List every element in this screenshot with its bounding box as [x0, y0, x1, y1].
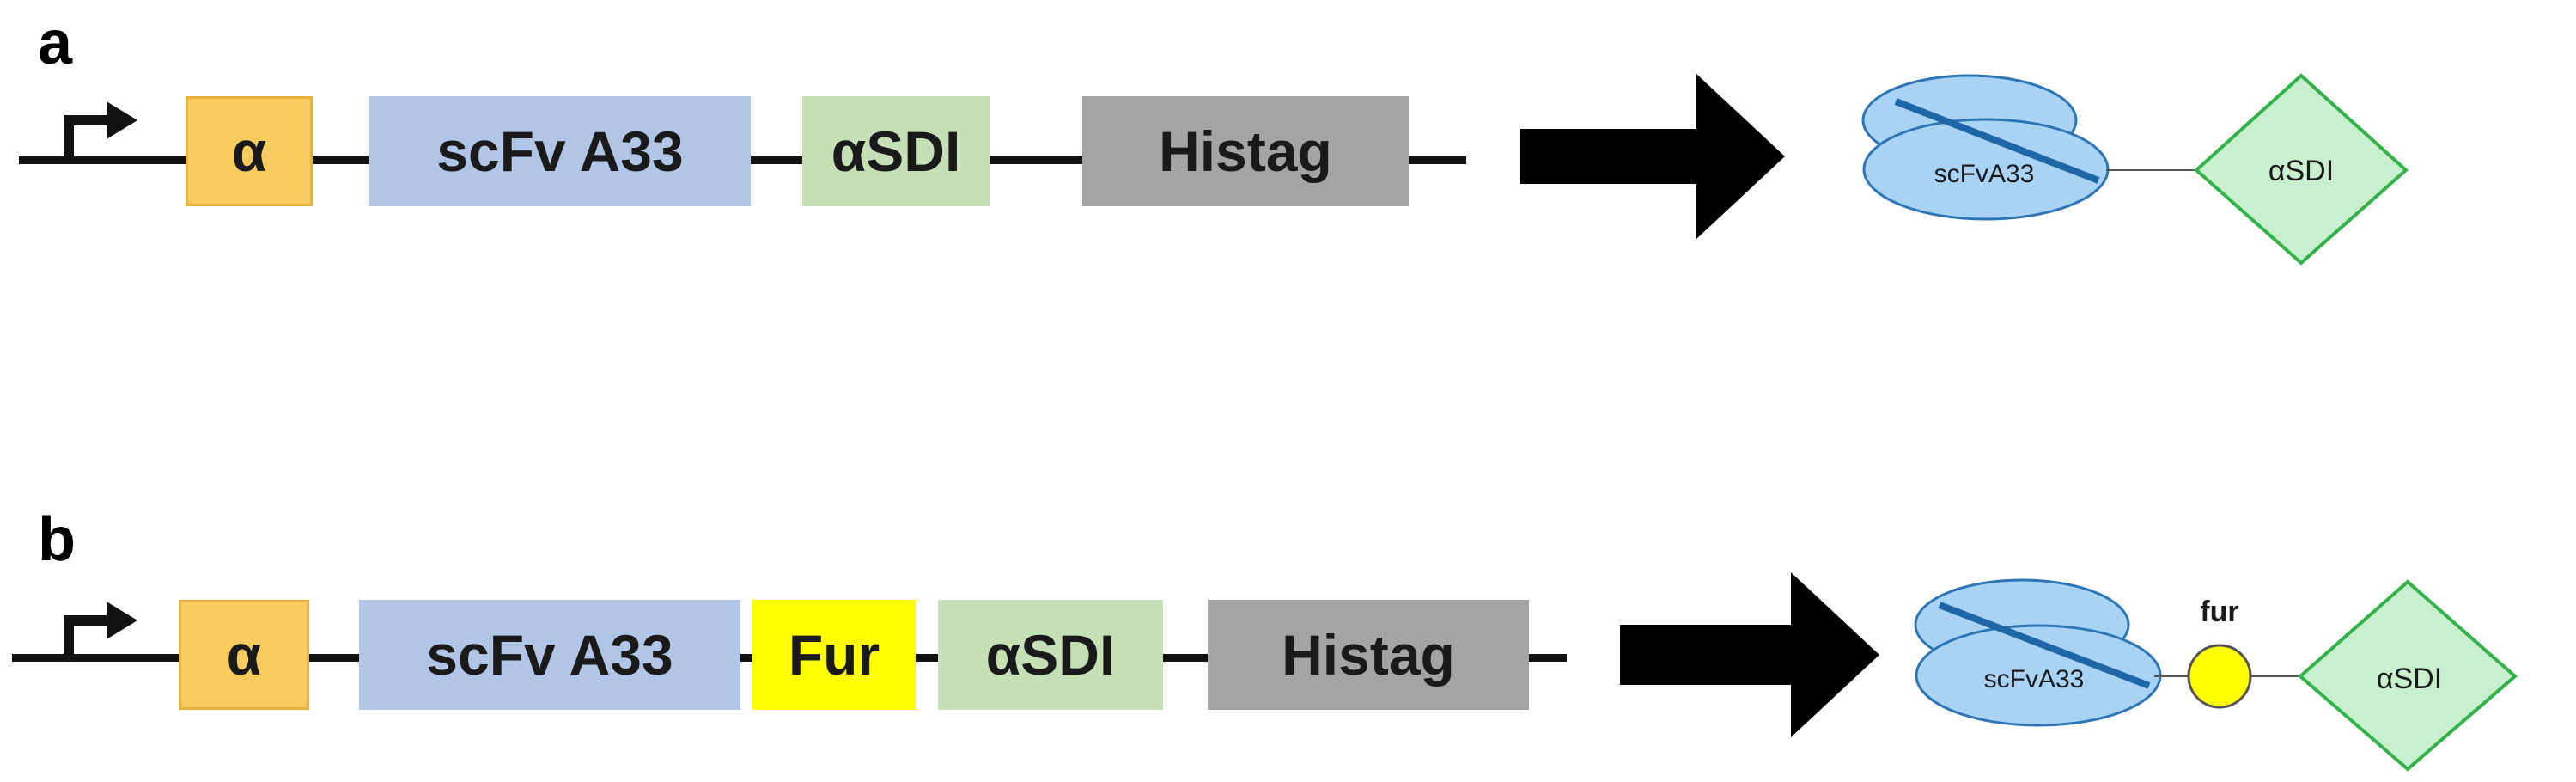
panel-b-protein: scFvA33 fur αSDI [1914, 578, 2518, 772]
panel-a-big-arrow-icon [1520, 74, 1785, 239]
panel-a-sdi-gene: αSDI [802, 96, 990, 206]
panel-b-big-arrow-icon [1620, 572, 1879, 737]
panel-b-fur-protein-label: fur [2200, 596, 2238, 628]
panel-a-scfv-gene: scFv A33 [369, 96, 751, 206]
panel-a-label: a [38, 9, 73, 77]
panel-a-histag-gene: Histag [1082, 96, 1409, 206]
panel-b-scfv-gene: scFv A33 [359, 600, 740, 710]
panel-a-scfv-slash [1894, 98, 2100, 184]
panel-a-sdi-diamond [2193, 73, 2409, 266]
panel-b-scfv-slash [1938, 602, 2151, 689]
panel-b-histag-gene: Histag [1208, 600, 1529, 710]
panel-b-promoter-icon [64, 602, 137, 657]
panel-b-sdi-protein-label: αSDI [2377, 663, 2442, 695]
panel-a-sdi-protein-label: αSDI [2268, 155, 2334, 187]
panel-a-alpha-gene: α [186, 96, 313, 206]
panel-b-sdi-diamond [2297, 579, 2518, 772]
panel-a-scfv-protein-label: scFvA33 [1934, 160, 2035, 188]
panel-b-scfv-protein-label: scFvA33 [1984, 665, 2085, 693]
panel-a-protein: scFvA33 αSDI [1861, 73, 2409, 266]
panel-a-promoter-icon [64, 101, 137, 159]
panel-b-alpha-gene: α [179, 600, 309, 710]
panel-b-sdi-gene: αSDI [938, 600, 1163, 710]
panel-b-label: b [38, 505, 76, 574]
panel-b-fur-ball [2187, 644, 2252, 709]
panel-b-fur-gene: Fur [752, 600, 916, 710]
